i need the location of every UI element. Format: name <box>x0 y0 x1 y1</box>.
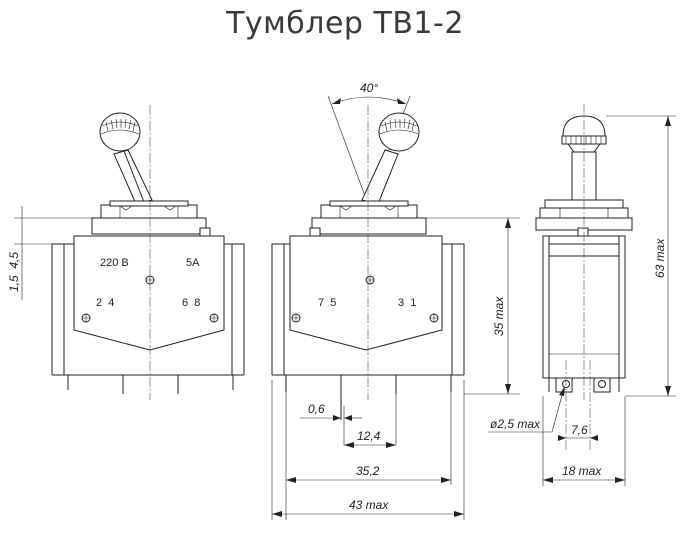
total-height-dimension: 63 max <box>606 115 676 397</box>
front-current-label: 5А <box>186 257 200 269</box>
bottom-dimensions: 0,6 12,4 35,2 43 max <box>271 380 465 520</box>
front-nut <box>91 200 211 237</box>
rear-terminals-right: 3 1 <box>398 297 416 309</box>
rear-nut <box>309 200 427 237</box>
side-width-value: 18 max <box>562 464 602 478</box>
front-toggle-lever <box>99 112 153 205</box>
left-height-value: 1,5 4,5 <box>7 252 21 292</box>
hole-diameter-value: ø2,5 max <box>490 417 541 431</box>
front-terminals-left: 2 4 <box>96 297 114 309</box>
body-height-value: 35 max <box>492 296 506 336</box>
body-height-dimension: 35 max <box>426 217 520 395</box>
rear-body <box>271 235 465 376</box>
rear-terminals-left: 7 5 <box>318 297 336 309</box>
front-pins <box>67 375 234 394</box>
side-pin-pitch-value: 7,6 <box>571 423 588 437</box>
rear-pins <box>285 375 452 420</box>
rear-view: 40° <box>271 81 520 520</box>
front-view: 220 В 5А 2 4 6 8 1,5 4,5 <box>7 105 245 400</box>
side-pins <box>548 360 620 450</box>
front-voltage-label: 220 В <box>100 257 129 269</box>
front-body <box>51 235 245 376</box>
body-width-value: 43 max <box>349 498 389 512</box>
lever-angle-value: 40° <box>360 81 378 95</box>
pin-pitch-value: 12,4 <box>357 429 381 443</box>
left-height-dimension: 1,5 4,5 <box>7 206 96 300</box>
pin-span-value: 35,2 <box>356 464 380 478</box>
pin-width-value: 0,6 <box>308 402 325 416</box>
side-pin-pitch-dimension: 7,6 <box>558 423 598 441</box>
side-width-dimension: 18 max <box>542 396 626 486</box>
front-screws <box>81 275 219 323</box>
hole-diameter-dimension: ø2,5 max <box>488 386 565 433</box>
rear-toggle-lever <box>361 112 420 205</box>
side-body <box>542 235 626 379</box>
page-title: Тумблер ТВ1-2 <box>226 6 464 41</box>
total-height-value: 63 max <box>653 238 667 278</box>
side-view: 63 max ø2,5 max 7,6 18 max <box>488 104 676 486</box>
front-terminals-right: 6 8 <box>182 297 200 309</box>
